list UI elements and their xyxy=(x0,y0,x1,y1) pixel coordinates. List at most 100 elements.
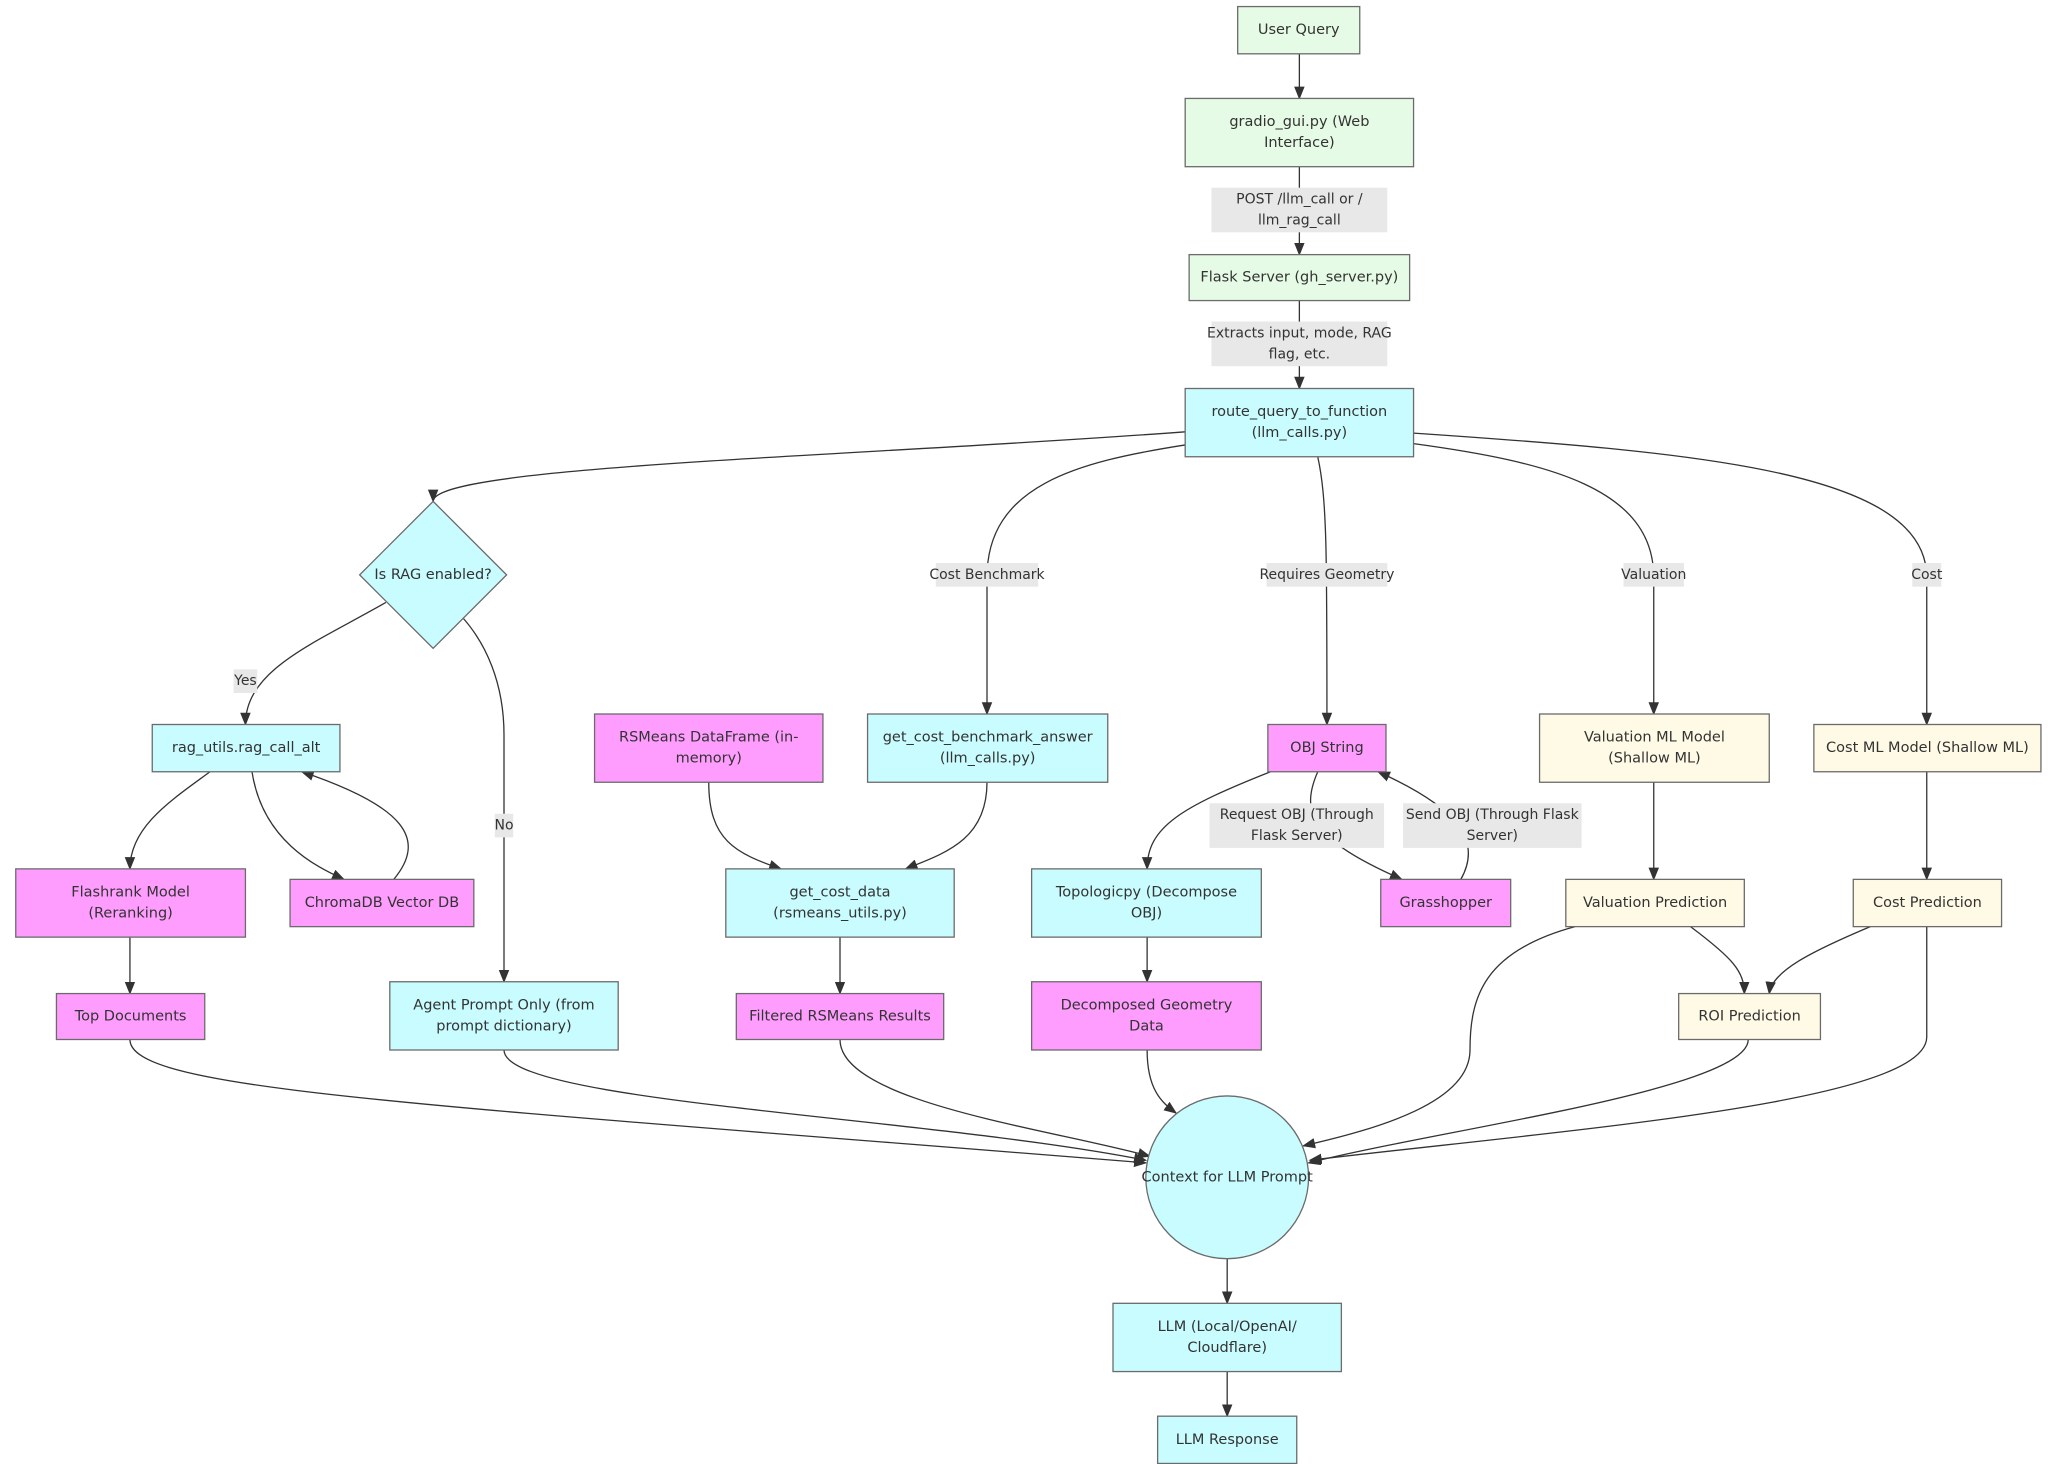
edge-chromadb-to-rag-call xyxy=(300,770,409,880)
edge-label-text: Yes xyxy=(233,673,257,689)
edge-top-docs-to-context xyxy=(129,1039,1148,1168)
node-label: (rsmeans_utils.py) xyxy=(773,906,907,922)
node-flashrank: Flashrank Model(Reranking) xyxy=(15,868,247,938)
node-label: get_cost_data xyxy=(789,885,890,901)
edge-roi-to-context xyxy=(1307,1039,1749,1166)
edge-label-background xyxy=(1623,563,1684,587)
node-label: OBJ) xyxy=(1131,906,1162,922)
edge-label-extracts: Extracts input, mode, RAG flag, etc. xyxy=(1207,321,1392,367)
edge-label-requires-geometry: Requires Geometry xyxy=(1259,563,1394,587)
edge-label-text: flag, etc. xyxy=(1269,346,1330,362)
node-box xyxy=(1380,878,1512,928)
node-label: get_cost_benchmark_answer xyxy=(883,730,1093,746)
edge-label-background xyxy=(1266,563,1388,587)
node-label: Filtered RSMeans Results xyxy=(749,1009,931,1025)
node-label: Cost Prediction xyxy=(1873,895,1982,911)
edge-filtered-to-context xyxy=(839,1039,1152,1159)
node-label: (llm_calls.py) xyxy=(940,751,1036,767)
node-box xyxy=(1678,992,1822,1041)
node-box xyxy=(1852,878,2003,928)
edge-route-to-cost-bench xyxy=(981,444,1186,716)
node-box xyxy=(1188,253,1411,302)
node-box xyxy=(1112,1302,1343,1373)
node-box xyxy=(1030,868,1262,938)
edge-label-text: Valuation xyxy=(1621,567,1686,583)
edge-obj-to-topologic xyxy=(1141,771,1271,871)
node-val-model: Valuation ML Model(Shallow ML) xyxy=(1538,713,1770,783)
edge-label-text: Send OBJ (Through Flask xyxy=(1406,807,1580,823)
node-label: Agent Prompt Only (from xyxy=(413,997,594,1013)
node-roi: ROI Prediction xyxy=(1678,992,1822,1041)
node-label: Is RAG enabled? xyxy=(374,567,492,583)
node-context: Context for LLM Prompt xyxy=(1142,1095,1313,1260)
node-cost-bench: get_cost_benchmark_answer (llm_calls.py) xyxy=(866,713,1109,783)
node-box xyxy=(593,713,824,783)
node-response: LLM Response xyxy=(1156,1415,1298,1464)
node-box xyxy=(15,868,247,938)
edge-label-text: Cost Benchmark xyxy=(929,567,1045,583)
node-label: Cost ML Model (Shallow ML) xyxy=(1826,740,2029,756)
node-box xyxy=(735,992,945,1041)
edge-label-background xyxy=(935,563,1039,587)
edge-label-post: POST /llm_call or /llm_rag_call xyxy=(1211,187,1388,233)
edge-val-pred-to-roi xyxy=(1690,926,1750,995)
decision-diamond xyxy=(358,500,508,650)
node-val-pred: Valuation Prediction xyxy=(1565,878,1745,928)
edge-label-background xyxy=(233,669,258,693)
edge-route-to-val-model xyxy=(1413,442,1659,716)
node-label: Data xyxy=(1129,1018,1164,1034)
edge-cost-pred-to-context xyxy=(1308,926,1928,1165)
node-box xyxy=(866,713,1109,783)
node-label: OBJ String xyxy=(1290,740,1364,756)
node-label: Grasshopper xyxy=(1399,895,1492,911)
edge-label-text: Requires Geometry xyxy=(1259,567,1394,583)
node-box xyxy=(725,868,955,938)
node-box xyxy=(389,981,619,1051)
node-cost-pred: Cost Prediction xyxy=(1852,878,2003,928)
edge-decomposed-to-context xyxy=(1146,1049,1178,1114)
edge-label-text: Extracts input, mode, RAG xyxy=(1207,325,1392,341)
node-label: Valuation Prediction xyxy=(1583,895,1727,911)
node-box xyxy=(1538,713,1770,783)
node-rag-call: rag_utils.rag_call_alt xyxy=(151,723,341,773)
edge-label-text: No xyxy=(494,818,513,834)
node-box xyxy=(1813,723,2042,773)
edge-agent-to-context xyxy=(503,1049,1148,1164)
node-llm: LLM (Local/OpenAI/Cloudflare) xyxy=(1112,1302,1343,1373)
edge-label-text: Server) xyxy=(1467,828,1518,844)
node-label: Flashrank Model xyxy=(71,885,190,901)
node-label: Decomposed Geometry xyxy=(1061,997,1233,1013)
node-label: gradio_gui.py (Web xyxy=(1229,114,1369,130)
edge-label-valuation: Valuation xyxy=(1621,563,1686,587)
edge-label-text: Flask Server) xyxy=(1251,828,1343,844)
node-filtered: Filtered RSMeans Results xyxy=(735,992,945,1041)
edge-label-cost-benchmark: Cost Benchmark xyxy=(929,563,1046,587)
node-box xyxy=(289,878,475,928)
node-get-cost: get_cost_data (rsmeans_utils.py) xyxy=(725,868,955,938)
edge-cost-pred-to-roi xyxy=(1765,926,1871,995)
node-box xyxy=(1237,5,1361,55)
node-label: Interface) xyxy=(1264,135,1335,151)
node-rag-check: Is RAG enabled? xyxy=(358,500,508,650)
node-box xyxy=(1184,387,1415,458)
node-cost-model: Cost ML Model (Shallow ML) xyxy=(1813,723,2042,773)
node-label: rag_utils.rag_call_alt xyxy=(172,740,321,756)
node-label: Topologicpy (Decompose xyxy=(1055,885,1237,901)
edge-label-background xyxy=(1403,803,1582,848)
node-rsmeans-df: RSMeans DataFrame (in-memory) xyxy=(593,713,824,783)
edge-label-text: Request OBJ (Through xyxy=(1220,807,1374,823)
node-label: ChromaDB Vector DB xyxy=(305,895,460,911)
node-chromadb: ChromaDB Vector DB xyxy=(289,878,475,928)
node-user-query: User Query xyxy=(1237,5,1361,55)
node-flask: Flask Server (gh_server.py) xyxy=(1188,253,1411,302)
node-box xyxy=(151,723,341,773)
edge-label-no: No xyxy=(494,813,514,838)
edge-label-background xyxy=(1209,803,1385,848)
node-label: ROI Prediction xyxy=(1698,1009,1800,1025)
node-label: (Shallow ML) xyxy=(1608,751,1701,767)
